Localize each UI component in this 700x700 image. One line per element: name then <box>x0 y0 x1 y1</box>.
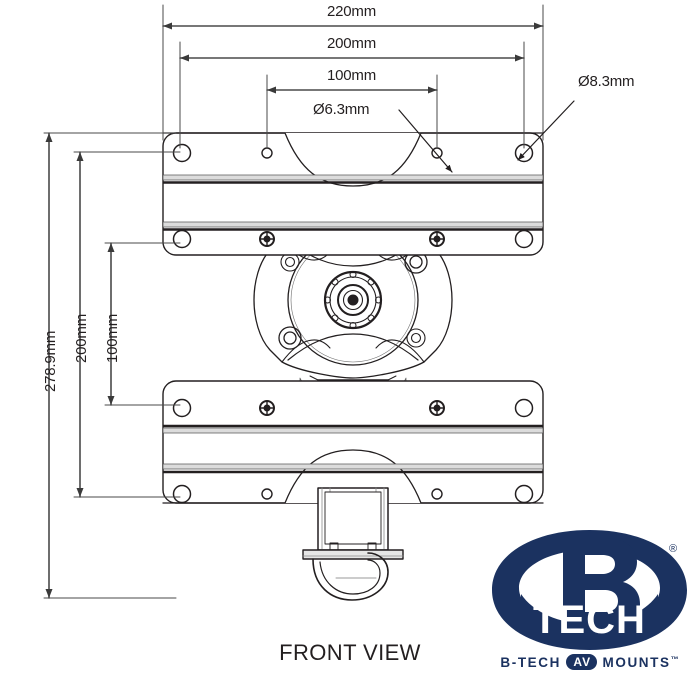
hole-8-3 <box>172 143 192 163</box>
leader-8-3 <box>517 100 575 161</box>
lower-mounting-plate <box>162 380 544 504</box>
screw-head <box>429 231 445 247</box>
screw-head <box>259 400 275 416</box>
vertical-dimension-lines <box>43 132 181 599</box>
dimension-label-height-vesa-outer: 200mm <box>73 313 90 363</box>
dimension-label-width-overall: 220mm <box>327 3 377 20</box>
horizontal-dimension-lines <box>162 4 544 149</box>
btech-logo-mark: TECH ® <box>492 530 687 650</box>
dimension-label-height-vesa-inner: 100mm <box>104 313 121 363</box>
screw-head <box>429 400 445 416</box>
av-badge: AV <box>566 654 598 670</box>
view-caption: FRONT VIEW <box>279 640 421 665</box>
trademark-symbol: ™ <box>670 655 679 664</box>
svg-text:®: ® <box>669 543 677 555</box>
column-and-cable-hook <box>302 487 404 601</box>
svg-text:TECH: TECH <box>533 598 646 642</box>
btech-logo: TECH ® B-TECH AV MOUNTS™ <box>487 528 692 688</box>
dimension-label-width-vesa-inner: 100mm <box>327 67 377 84</box>
callout-label-hole-small: Ø6.3mm <box>313 101 370 118</box>
leader-6-3 <box>398 109 453 173</box>
tagline-right-text: MOUNTS <box>602 655 671 670</box>
btech-logo-tagline: B-TECH AV MOUNTS™ <box>487 654 692 670</box>
upper-mounting-plate <box>162 132 544 256</box>
callout-label-hole-large: Ø8.3mm <box>578 73 635 90</box>
dimension-label-height-overall: 278.9mm <box>42 330 59 392</box>
screw-head <box>259 231 275 247</box>
dimension-label-width-vesa-outer: 200mm <box>327 35 377 52</box>
tagline-left-text: B-TECH <box>500 655 561 670</box>
callout-leaders <box>398 100 575 173</box>
